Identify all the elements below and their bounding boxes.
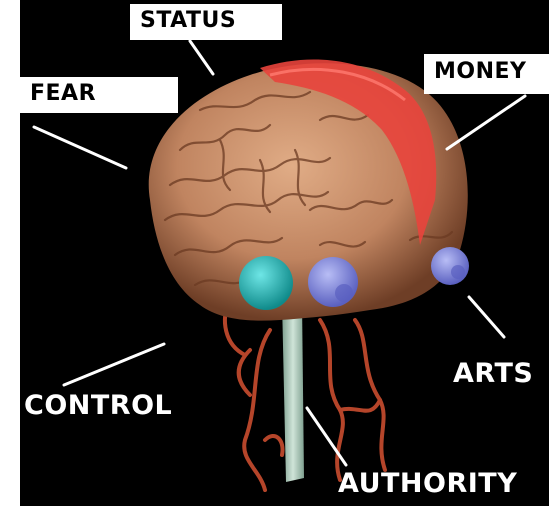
leader-line-arts	[469, 297, 504, 337]
label-arts: ARTS	[453, 360, 533, 387]
blue-region-right	[431, 247, 469, 285]
label-fear: FEAR	[20, 77, 178, 113]
leader-line-control	[64, 344, 164, 385]
label-status: STATUS	[130, 4, 282, 40]
leader-line-money	[447, 96, 525, 149]
label-authority: AUTHORITY	[338, 470, 517, 497]
leader-line-fear	[34, 127, 126, 168]
blue-region-center	[308, 257, 358, 307]
spinal-cord	[282, 300, 304, 482]
diagram-canvas: STATUS FEAR MONEY ARTS CONTROL AUTHORITY	[20, 0, 549, 506]
teal-region	[239, 256, 293, 310]
blood-vessels	[225, 300, 385, 490]
label-money: MONEY	[424, 54, 549, 94]
label-control: CONTROL	[24, 392, 172, 419]
leader-line-status	[190, 41, 213, 74]
